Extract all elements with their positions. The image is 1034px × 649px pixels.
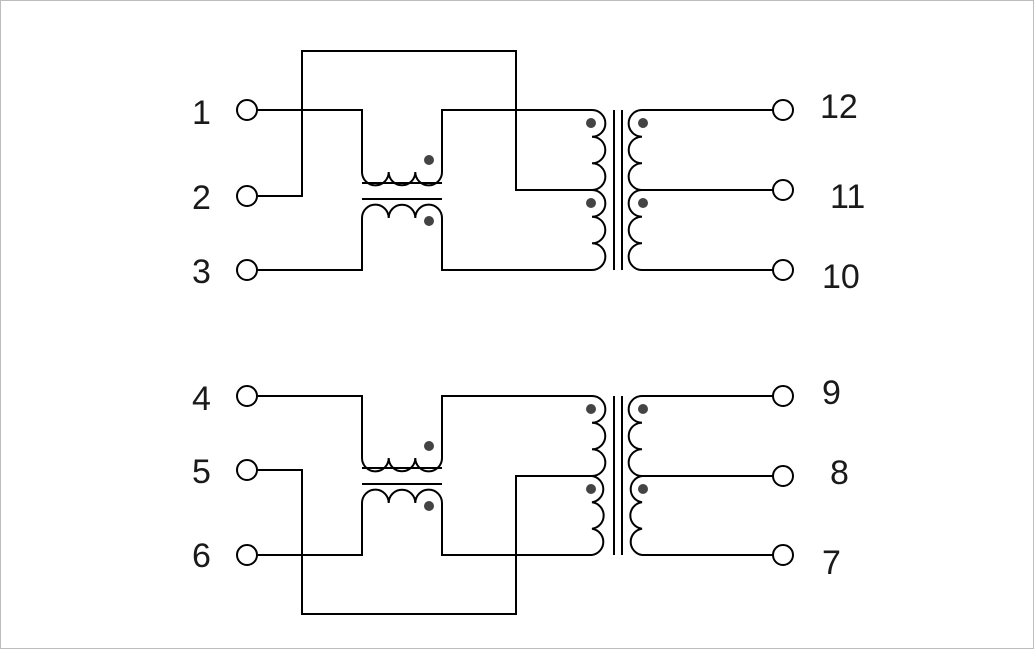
pin-2-terminal[interactable] xyxy=(236,185,258,207)
pin-8-terminal[interactable] xyxy=(772,465,794,487)
pin-label-10: 10 xyxy=(822,258,860,296)
cmc-top-coil xyxy=(361,457,443,473)
pin-label-6: 6 xyxy=(192,537,211,575)
cmc-polarity-dot xyxy=(424,155,434,165)
left-terminals xyxy=(236,99,258,566)
wire-pin5-loop xyxy=(258,469,592,615)
transformer-polarity-dot xyxy=(586,118,596,128)
transformer-primary-coil xyxy=(591,109,607,271)
pin-label-2: 2 xyxy=(192,179,211,217)
transformer-secondary-coil xyxy=(627,109,643,271)
channel-bottom xyxy=(258,395,773,615)
pin-label-11: 11 xyxy=(830,178,865,216)
pin-label-5: 5 xyxy=(192,453,211,491)
transformer-polarity-dot xyxy=(638,404,648,414)
cmc-polarity-dot xyxy=(424,501,434,511)
pin-4-terminal[interactable] xyxy=(236,385,258,407)
left-pin-labels: 1 2 3 4 5 6 xyxy=(192,94,211,575)
transformer-polarity-dot xyxy=(586,484,596,494)
transformer-secondary-coil xyxy=(627,395,643,556)
wire-cmc-bot-out xyxy=(441,218,592,271)
pin-5-terminal[interactable] xyxy=(236,459,258,481)
wire-cmc-top-out xyxy=(441,109,592,172)
transformer-polarity-dot xyxy=(586,404,596,414)
wire-pin4 xyxy=(258,395,363,458)
pin-9-terminal[interactable] xyxy=(772,385,794,407)
pin-11-terminal[interactable] xyxy=(772,179,794,201)
cmc-polarity-dot xyxy=(424,441,434,451)
pin-label-1: 1 xyxy=(192,94,211,132)
transformer-polarity-dot xyxy=(638,118,648,128)
right-pin-labels: 12 11 10 9 8 7 xyxy=(820,88,865,582)
pin-3-terminal[interactable] xyxy=(236,259,258,281)
wire-pin2-loop xyxy=(258,50,592,197)
cmc-polarity-dot xyxy=(424,216,434,226)
pin-10-terminal[interactable] xyxy=(772,259,794,281)
wire-pin6 xyxy=(258,503,363,556)
pin-label-12: 12 xyxy=(820,88,858,126)
cmc-bottom-coil xyxy=(361,488,443,504)
pin-label-4: 4 xyxy=(192,380,211,418)
pin-label-8: 8 xyxy=(830,454,849,492)
pin-12-terminal[interactable] xyxy=(772,99,794,121)
wire-cmc-top-out xyxy=(441,395,592,458)
pin-7-terminal[interactable] xyxy=(772,544,794,566)
transformer-polarity-dot xyxy=(586,198,596,208)
wire-cmc-bot-out xyxy=(441,503,592,556)
pin-label-9: 9 xyxy=(822,374,841,412)
pin-label-7: 7 xyxy=(822,544,841,582)
pin-6-terminal[interactable] xyxy=(236,544,258,566)
pin-1-terminal[interactable] xyxy=(236,99,258,121)
right-terminals xyxy=(772,99,794,566)
transformer-polarity-dot xyxy=(638,198,648,208)
transformer-polarity-dot xyxy=(638,484,648,494)
cmc-top-coil xyxy=(361,171,443,187)
cmc-bottom-coil xyxy=(361,203,443,219)
pin-label-3: 3 xyxy=(192,253,211,291)
wire-pin3 xyxy=(258,218,363,271)
transformer-primary-coil xyxy=(591,395,607,556)
channel-top xyxy=(258,50,773,271)
wire-pin1 xyxy=(258,109,363,172)
